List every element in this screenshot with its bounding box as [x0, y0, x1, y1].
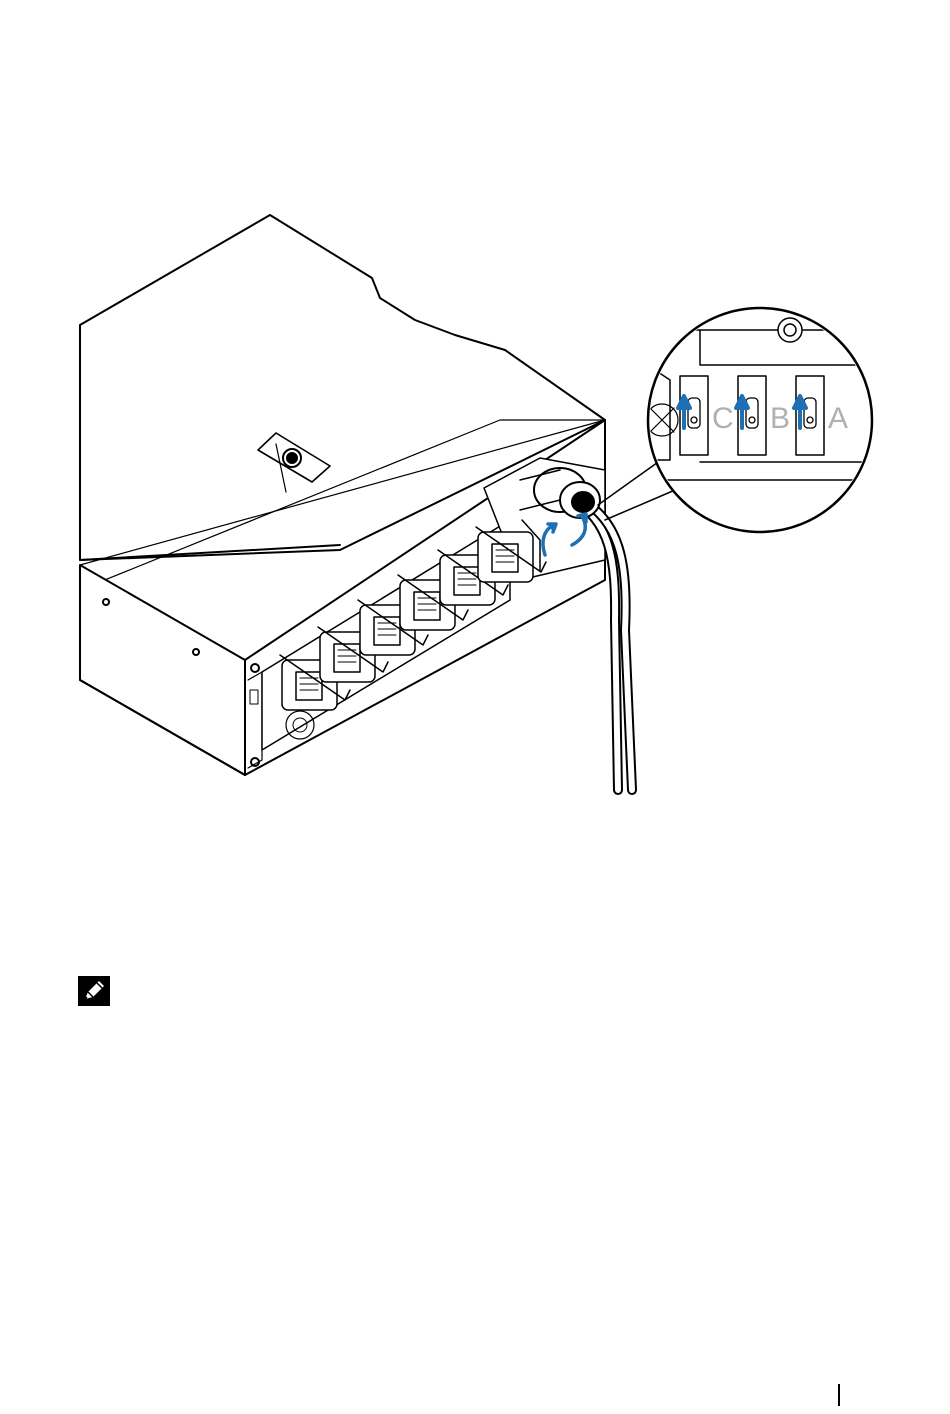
note-pencil-icon [78, 976, 110, 1006]
slot-label-a: A [828, 402, 848, 435]
power-cable-installation-figure: C B A [0, 0, 950, 800]
slot-latch [746, 398, 758, 428]
slot-latch [804, 398, 816, 428]
magnified-callout: C B A [646, 308, 872, 532]
slot-latch [688, 398, 700, 428]
slot-label-b: B [770, 402, 790, 435]
slot-label-c: C [712, 402, 734, 435]
footer-divider [838, 1384, 840, 1406]
